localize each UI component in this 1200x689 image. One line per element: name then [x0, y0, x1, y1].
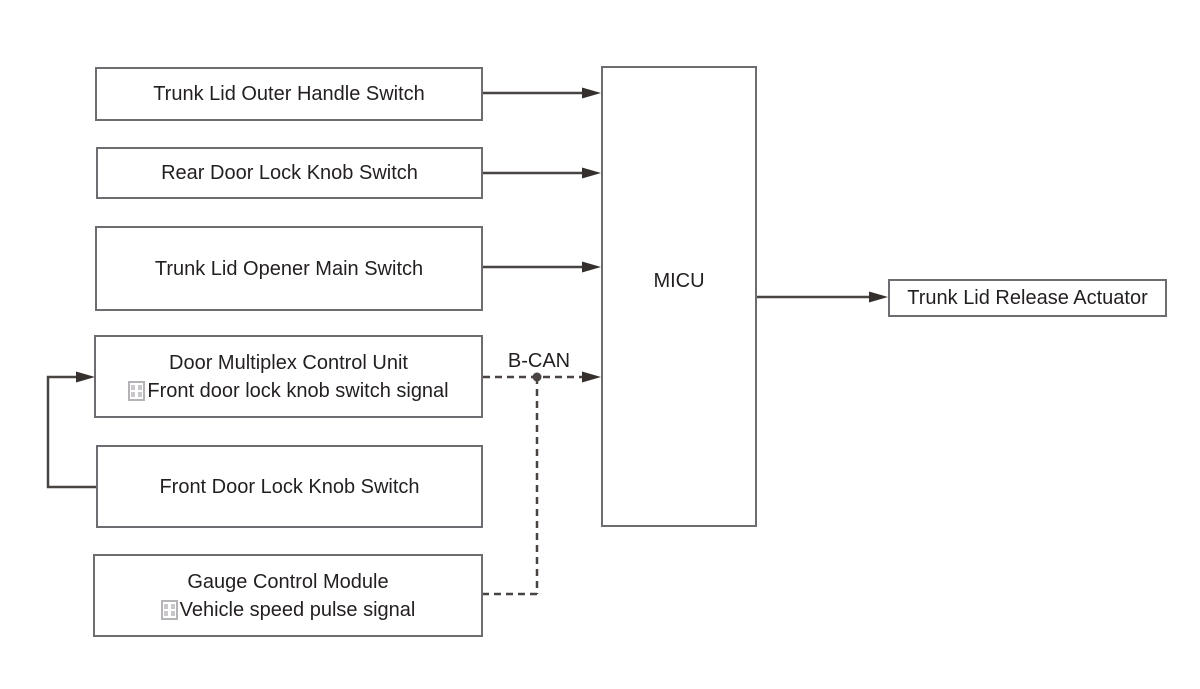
- node-label: Front Door Lock Knob Switch: [159, 475, 420, 498]
- signal-text: Vehicle speed pulse signal: [179, 598, 416, 621]
- missing-glyph-icon: [160, 599, 178, 620]
- node-label: Door Multiplex Control Unit: [169, 351, 408, 374]
- node-label: Gauge Control Module: [187, 570, 389, 593]
- arrowhead-opener-main: [582, 261, 601, 273]
- node-label: Rear Door Lock Knob Switch: [161, 162, 418, 184]
- arrowhead-front-door-loop: [76, 371, 95, 383]
- node-front-door-lock-knob-switch: Front Door Lock Knob Switch: [96, 445, 483, 528]
- missing-glyph-icon: [128, 380, 146, 401]
- node-sublabel: Vehicle speed pulse signal: [160, 596, 416, 624]
- node-door-multiplex-control-unit: Door Multiplex Control Unit Front door l…: [94, 335, 483, 418]
- arrowhead-rear-door: [582, 167, 601, 179]
- arrowhead-outer-handle: [582, 87, 601, 99]
- bus-label: B-CAN: [507, 350, 571, 372]
- node-label: Trunk Lid Opener Main Switch: [154, 257, 424, 280]
- node-trunk-lid-outer-handle-switch: Trunk Lid Outer Handle Switch: [95, 67, 483, 121]
- signal-text: Front door lock knob switch signal: [147, 379, 449, 402]
- node-gauge-control-module: Gauge Control Module Vehicle speed pulse…: [93, 554, 483, 637]
- node-trunk-lid-opener-main-switch: Trunk Lid Opener Main Switch: [95, 226, 483, 311]
- node-label: MICU: [653, 270, 705, 292]
- node-sublabel: Front door lock knob switch signal: [128, 377, 449, 405]
- arrow-front-door-loop-to-multiplex: [46, 375, 96, 489]
- arrowhead-bcan: [582, 371, 601, 383]
- arrowhead-actuator: [869, 291, 888, 303]
- node-trunk-lid-release-actuator: Trunk Lid Release Actuator: [888, 279, 1167, 317]
- node-micu: MICU: [601, 66, 757, 527]
- node-label: Trunk Lid Outer Handle Switch: [153, 83, 425, 105]
- node-rear-door-lock-knob-switch: Rear Door Lock Knob Switch: [96, 147, 483, 199]
- node-label: Trunk Lid Release Actuator: [907, 287, 1148, 309]
